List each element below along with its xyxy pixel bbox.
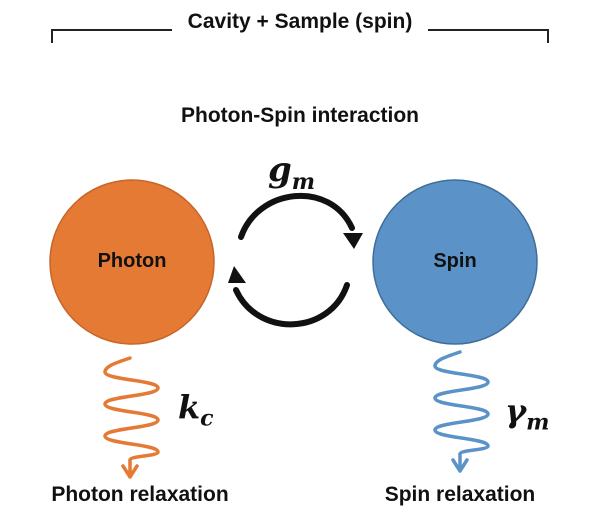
photon-circle [49, 179, 215, 345]
spin-relaxation-wave [433, 350, 490, 456]
gamma-symbol: γ [505, 392, 527, 430]
upper-arc-arrow [238, 192, 355, 240]
photon-label: Photon [97, 250, 167, 272]
photon-relaxation-wave [103, 356, 160, 462]
coupling-subscript: m [291, 168, 316, 195]
bracket-right [428, 29, 549, 43]
coupling-symbol: g [268, 150, 292, 190]
exchange-arrows-icon [233, 192, 355, 328]
interaction-title: Photon-Spin interaction [181, 104, 419, 127]
lower-arc-arrow [233, 282, 350, 328]
bracket-left [51, 29, 172, 43]
header-title: Cavity + Sample (spin) [187, 10, 413, 33]
upper-arrowhead [343, 233, 363, 249]
spin-label: Spin [433, 250, 477, 272]
spin-relaxation-arrowhead [451, 452, 469, 473]
spin-circle [372, 179, 538, 345]
spin-relaxation-symbol: γm [505, 392, 549, 435]
coupling-label: gm [268, 150, 315, 195]
gamma-subscript: m [526, 409, 550, 436]
kc-subscript: c [200, 405, 214, 432]
photon-relaxation-label: Photon relaxation [51, 483, 229, 506]
kc-symbol: k [178, 388, 201, 426]
spin-relaxation-label: Spin relaxation [384, 483, 536, 506]
lower-arrowhead [228, 266, 246, 283]
photon-relaxation-symbol: kc [178, 388, 214, 431]
photon-relaxation-arrowhead [121, 458, 139, 479]
